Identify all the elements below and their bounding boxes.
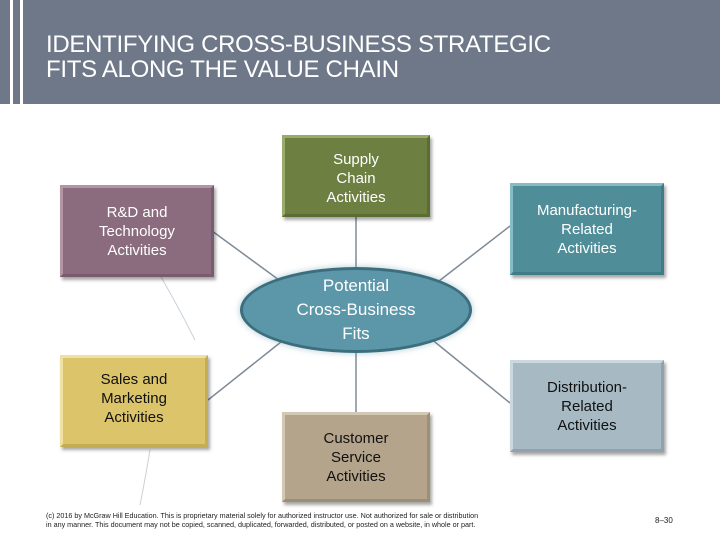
box-label-line: Activities — [326, 189, 386, 206]
box-label-line: Activities — [557, 416, 617, 434]
box-label-line: Supply — [333, 151, 379, 168]
connector-sales — [207, 337, 287, 401]
box-label-line: Activities — [557, 239, 617, 257]
box-label-line: Related — [561, 220, 613, 238]
potential-fits-ellipse: Potential Cross-Business Fits — [243, 270, 469, 350]
center-label-line: Potential — [322, 276, 390, 295]
title-bar: IDENTIFYING CROSS-BUSINESS STRATEGIC FIT… — [0, 0, 720, 104]
center-label-line: Fits — [342, 324, 370, 343]
manufacturing-box: Manufacturing- Related Activities — [510, 183, 664, 275]
customer-service-box: Customer Service Activities — [282, 412, 430, 502]
copyright-line: in any manner. This document may not be … — [46, 520, 476, 529]
connector-distribution — [429, 337, 511, 404]
decorative-curve — [139, 449, 151, 506]
box-label-line: Manufacturing- — [536, 201, 638, 219]
decorative-curve — [159, 274, 196, 341]
box-label-line: Sales and — [100, 371, 168, 388]
box-label-line: Activities — [104, 409, 164, 426]
page-number: 8–30 — [655, 516, 673, 525]
slide-title-line: FITS ALONG THE VALUE CHAIN — [46, 56, 399, 83]
box-label-line: Distribution- — [546, 378, 628, 396]
title-bar-accent-stripe — [20, 0, 23, 104]
slide-title-line: IDENTIFYING CROSS-BUSINESS STRATEGIC — [46, 31, 551, 58]
copyright-line: (c) 2016 by McGraw Hill Education. This … — [46, 511, 479, 520]
box-label-line: Service — [330, 449, 382, 466]
box-label-line: Technology — [99, 222, 175, 240]
connector-rd — [207, 227, 291, 289]
copyright-notice: (c) 2016 by McGraw Hill Education. This … — [46, 511, 606, 529]
supply-chain-box: Supply Chain Activities — [282, 135, 430, 217]
box-label-line: Customer — [323, 430, 389, 447]
rd-technology-box: R&D and Technology Activities — [60, 185, 214, 277]
center-label-line: Cross-Business — [296, 300, 416, 319]
box-label-line: Activities — [107, 241, 167, 259]
box-label-line: R&D and — [106, 203, 168, 221]
connector-manufacturing — [429, 225, 511, 289]
sales-marketing-box: Sales and Marketing Activities — [60, 355, 208, 447]
box-label-line: Marketing — [101, 390, 167, 407]
box-label-line: Activities — [326, 468, 386, 485]
slide-title: IDENTIFYING CROSS-BUSINESS STRATEGIC FIT… — [46, 32, 686, 82]
box-label-line: Chain — [336, 170, 376, 187]
box-label-line: Related — [561, 397, 613, 415]
title-bar-accent-stripe — [10, 0, 13, 104]
distribution-box: Distribution- Related Activities — [510, 360, 664, 452]
